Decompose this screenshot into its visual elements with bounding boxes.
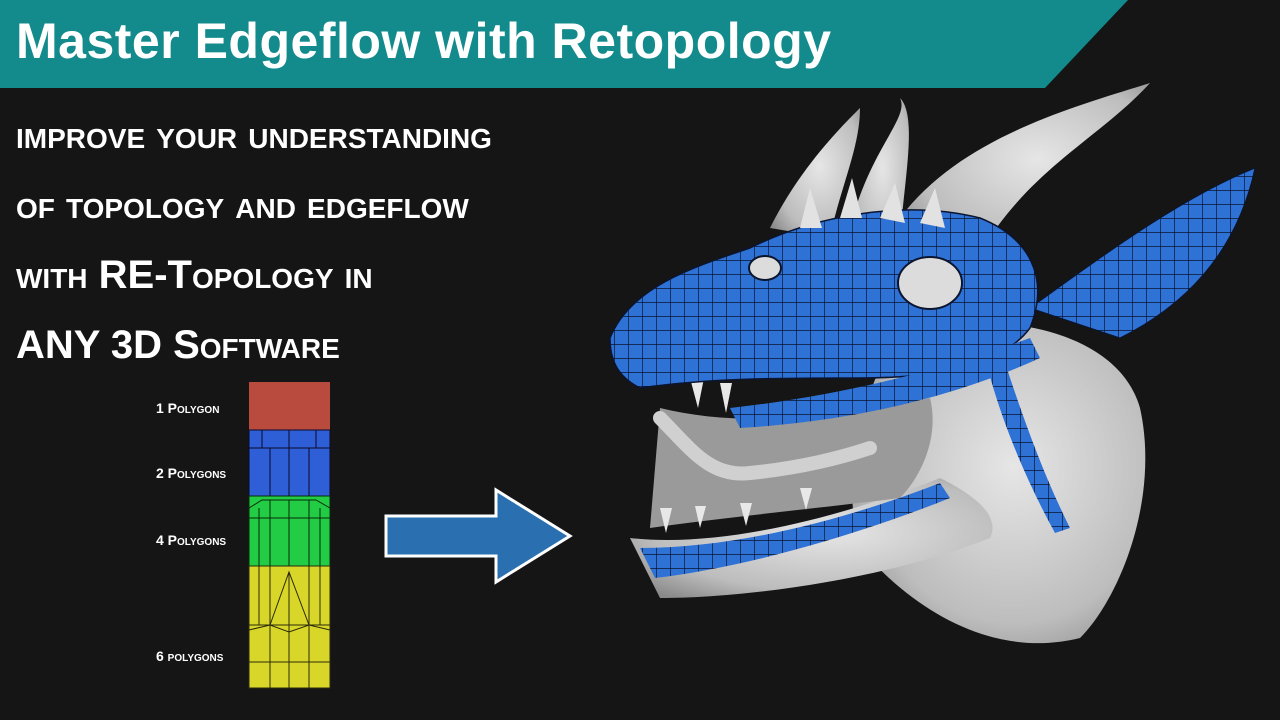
title-banner: Master Edgeflow with Retopology <box>0 0 1280 95</box>
six-polygon-block <box>248 565 331 689</box>
subtitle: improve your understanding of topology a… <box>16 100 492 380</box>
polygon-label-2: 2 Polygons <box>156 465 227 481</box>
banner-title: Master Edgeflow with Retopology <box>16 13 832 69</box>
right-arrow-icon <box>384 487 573 585</box>
polygon-label-1: 1 Polygon <box>156 400 220 416</box>
polygon-label-4: 4 Polygons <box>156 532 227 548</box>
subtitle-line-2: of topology and edgeflow <box>16 183 469 227</box>
subtitle-line-1: improve your understanding <box>16 113 492 157</box>
polygon-label-6: 6 polygons <box>156 648 224 664</box>
dragon-head-retopology-icon <box>609 83 1256 644</box>
two-polygon-block <box>248 429 331 497</box>
four-polygon-block <box>248 495 331 567</box>
subtitle-line-3: with RE-Topology in <box>16 253 373 297</box>
one-polygon-block <box>249 382 330 430</box>
banner-shape <box>0 0 1128 88</box>
subtitle-line-4: ANY 3D Software <box>16 323 340 367</box>
